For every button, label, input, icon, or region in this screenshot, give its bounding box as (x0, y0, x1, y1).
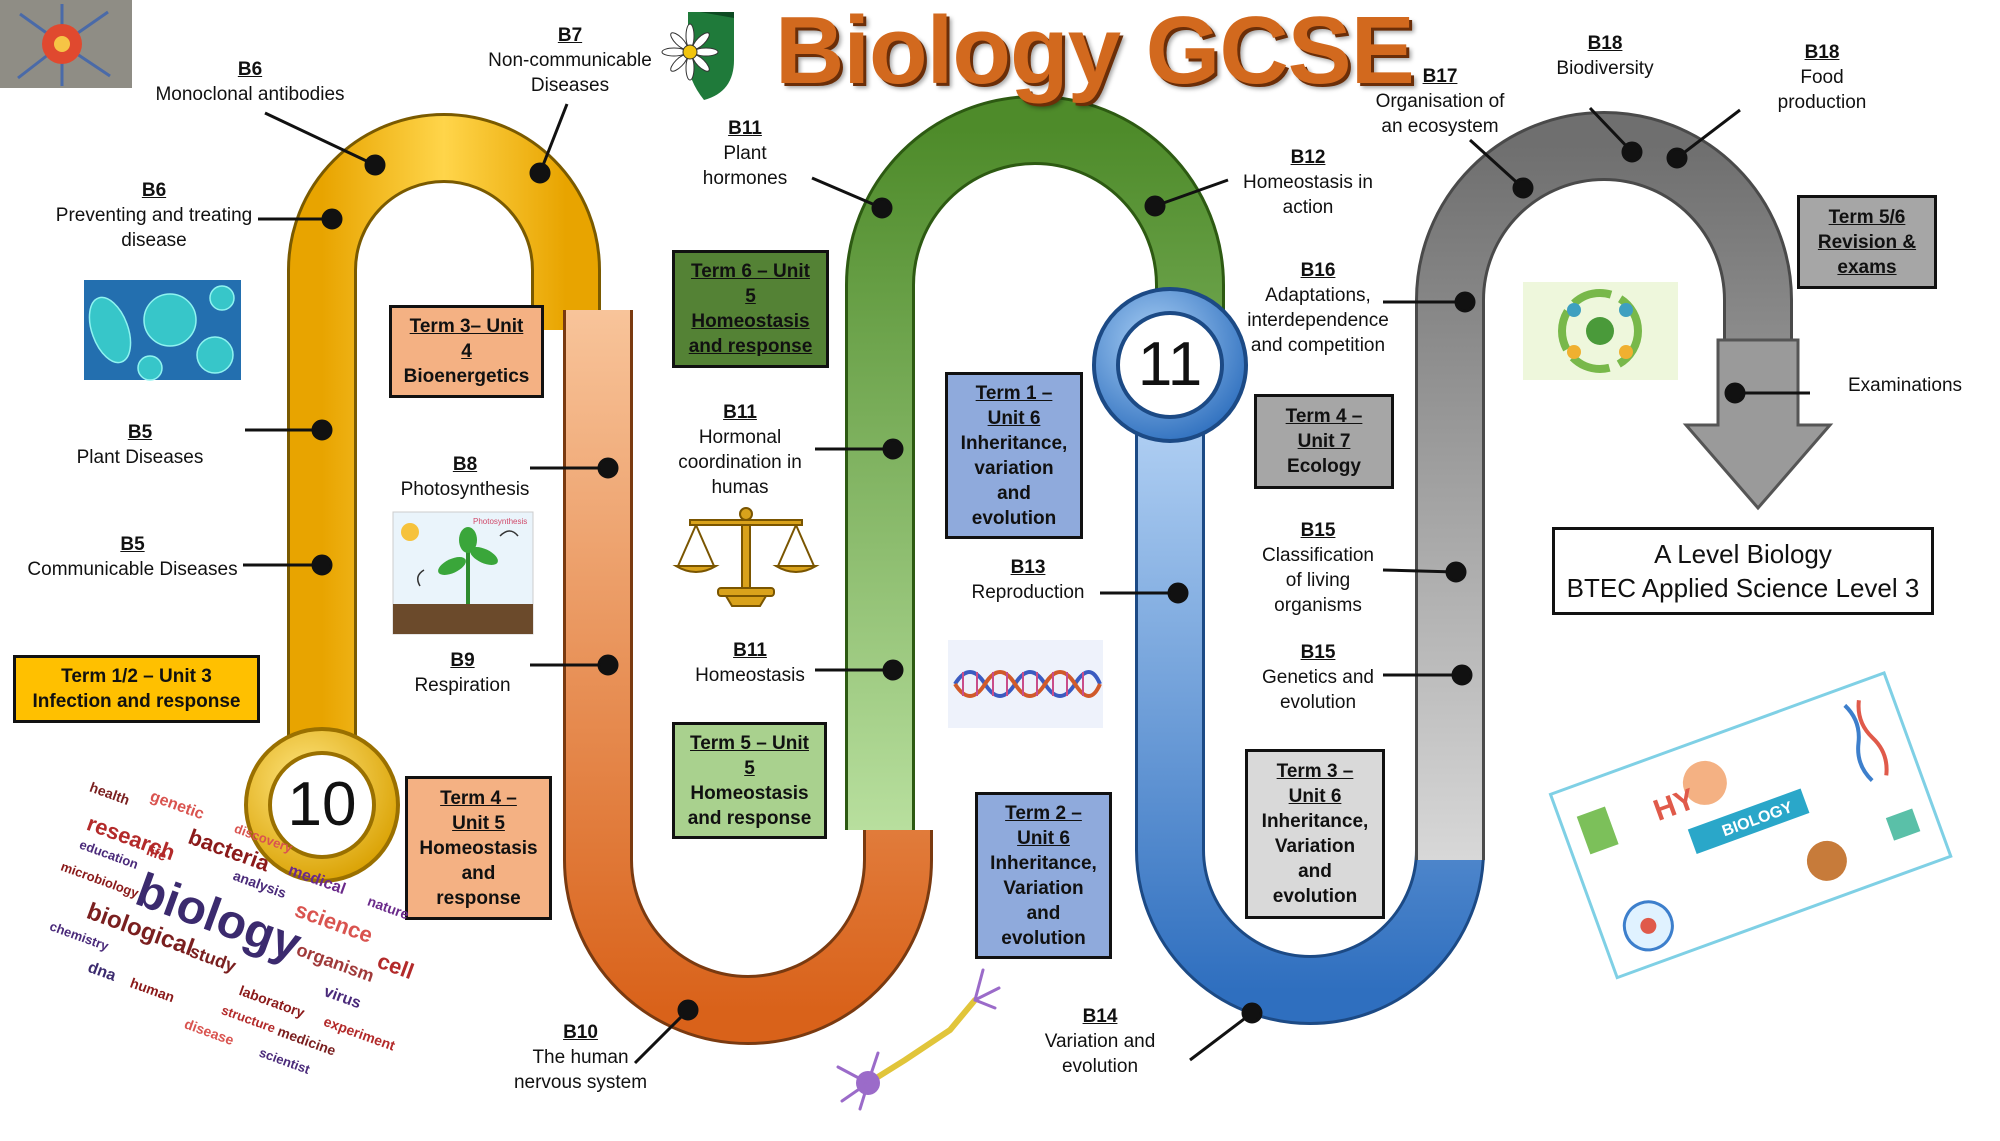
page-title: Biology GCSE (775, 0, 1415, 104)
daisy-shield-logo-icon (661, 12, 734, 100)
year-11-label: 11 (1138, 330, 1202, 399)
term-box-term6-unit5: Term 6 – Unit 5 Homeostasis and response (672, 250, 829, 368)
term-box-term56-revision: Term 5/6 Revision & exams (1797, 195, 1937, 289)
next-step-a-level: A Level Biology (1654, 539, 1832, 569)
virus-image-icon (0, 0, 132, 88)
photosynthesis-diagram-icon: Photosynthesis (392, 511, 534, 635)
year-11-marker (1092, 287, 1248, 443)
bacteria-image-icon (84, 280, 241, 381)
road-arrow-head (1682, 338, 1834, 511)
year-10-marker (244, 727, 400, 883)
biology-collage-icon: BIOLOGY HY (1548, 671, 1953, 980)
svg-text:Photosynthesis: Photosynthesis (473, 517, 527, 526)
dna-helix-icon (948, 640, 1103, 728)
term-box-term12-unit3: Term 1/2 – Unit 3 Infection and response (13, 655, 260, 723)
neuron-icon (836, 968, 1001, 1111)
next-steps-box: A Level Biology BTEC Applied Science Lev… (1552, 527, 1934, 615)
next-step-btec: BTEC Applied Science Level 3 (1566, 573, 1920, 603)
balance-scales-icon (672, 507, 820, 607)
recycle-ecology-icon (1523, 282, 1678, 380)
topic-examinations: Examinations (1847, 375, 1963, 396)
year-10-label: 10 (288, 770, 357, 839)
